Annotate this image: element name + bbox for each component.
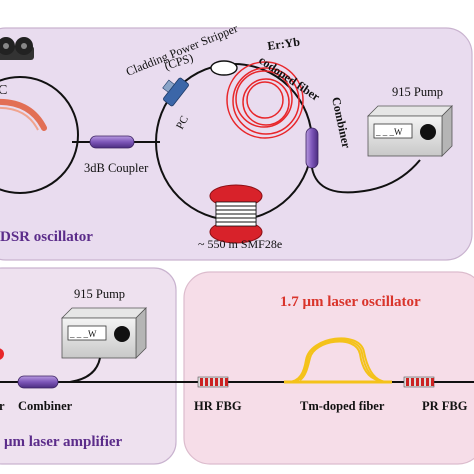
oscillator-title: DSR oscillator — [0, 229, 93, 245]
polarization-controller — [162, 77, 189, 107]
partial-component-arc — [0, 98, 47, 131]
pc-label: PC — [174, 114, 191, 132]
smf-spool — [209, 184, 263, 244]
oscillator-combiner — [305, 127, 319, 169]
laser-oscillator-panel — [183, 271, 474, 465]
laser-oscillator-title: 1.7 μm laser oscillator — [280, 294, 421, 310]
amplifier-title: μm laser amplifier — [4, 434, 123, 450]
hr-fbg-label: HR FBG — [194, 399, 242, 413]
tm-doped-fiber-coil — [284, 337, 392, 384]
oscillator-pump-display: _ _ _W — [375, 127, 403, 137]
pr-fbg-label: PR FBG — [422, 399, 468, 413]
er-yb-fiber-coil — [226, 61, 304, 139]
partial-label-c: C — [0, 83, 7, 98]
pr-fbg — [403, 376, 435, 388]
fiber-reel-icon — [0, 37, 34, 60]
oscillator-panel — [0, 27, 473, 261]
coupler-3db — [89, 135, 135, 149]
smf-label: ~ 550 m SMF28e — [198, 237, 282, 251]
amplifier-pump-label: 915 Pump — [74, 287, 125, 301]
amplifier-pump-box — [61, 307, 147, 359]
cps-element — [210, 60, 238, 76]
er-yb-label: Er:Yb — [266, 35, 301, 53]
oscillator-pump-box — [367, 105, 453, 157]
hr-fbg — [197, 376, 229, 388]
amplifier-pump-display: _ _ _W — [69, 329, 97, 339]
amplifier-partial-red-element — [0, 348, 4, 360]
left-fiber-ring — [0, 76, 79, 194]
amplifier-combiner-label: Combiner — [18, 399, 73, 413]
amplifier-combiner — [17, 375, 59, 389]
tm-fiber-label: Tm-doped fiber — [300, 399, 385, 413]
amplifier-partial-label: r — [0, 399, 5, 413]
coupler-label: 3dB Coupler — [84, 161, 149, 175]
oscillator-pump-label: 915 Pump — [392, 85, 443, 99]
